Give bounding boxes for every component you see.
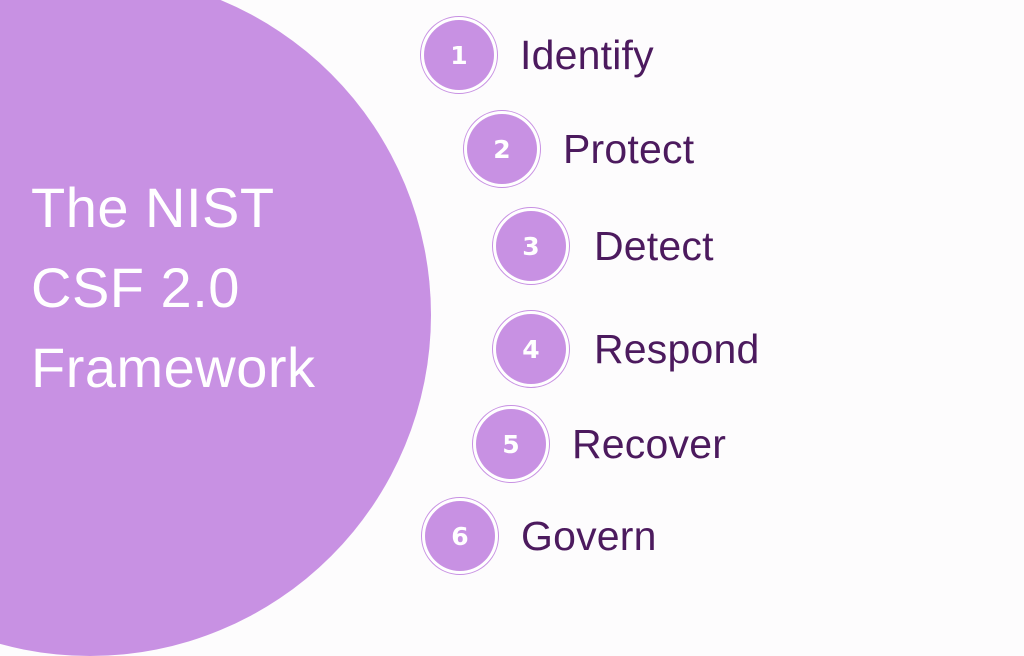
step-number: 5: [476, 409, 546, 479]
step-number: 4: [496, 314, 566, 384]
number-badge: 2: [463, 110, 541, 188]
step-govern: 6 Govern: [421, 497, 657, 575]
number-badge: 5: [472, 405, 550, 483]
step-identify: 1 Identify: [420, 16, 654, 94]
step-label: Recover: [572, 420, 727, 467]
step-label: Identify: [520, 31, 654, 78]
step-number: 2: [467, 114, 537, 184]
step-number: 6: [425, 501, 495, 571]
step-label: Protect: [563, 125, 695, 172]
number-badge: 6: [421, 497, 499, 575]
step-detect: 3 Detect: [492, 207, 714, 285]
title-line-1: The NIST: [31, 176, 275, 239]
slide-title: The NIST CSF 2.0 Framework: [31, 168, 316, 408]
number-badge: 3: [492, 207, 570, 285]
step-protect: 2 Protect: [463, 110, 694, 188]
number-badge: 4: [492, 310, 570, 388]
step-label: Respond: [594, 325, 760, 372]
number-badge: 1: [420, 16, 498, 94]
step-label: Govern: [521, 512, 657, 559]
step-number: 3: [496, 211, 566, 281]
title-line-3: Framework: [31, 336, 316, 399]
title-line-2: CSF 2.0: [31, 256, 240, 319]
step-recover: 5 Recover: [472, 405, 726, 483]
step-label: Detect: [594, 222, 714, 269]
step-number: 1: [424, 20, 494, 90]
step-respond: 4 Respond: [492, 310, 760, 388]
